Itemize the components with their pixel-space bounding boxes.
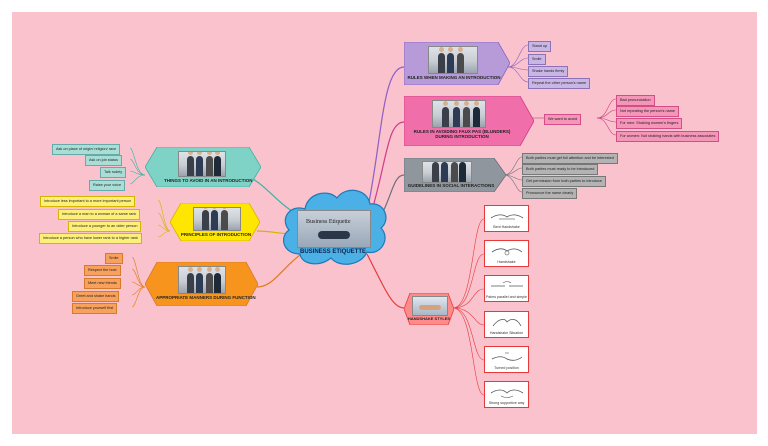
- handshake-photo-shape: [318, 231, 350, 239]
- center-image: Business Etiquette: [297, 210, 371, 248]
- handshake-style-label: Handshake Situation: [489, 331, 524, 335]
- principles-item[interactable]: Introduce a younger to an older person: [68, 221, 142, 232]
- principles-item[interactable]: Introduce a person who have lower rank t…: [39, 233, 142, 244]
- rules-intro-item[interactable]: Smile: [528, 54, 546, 65]
- guidelines-photo: [422, 161, 472, 183]
- rules-avoid-item[interactable]: Not repeating the person's name: [616, 106, 679, 117]
- things-to-avoid-item[interactable]: Ask on job status: [85, 155, 122, 166]
- guidelines-item[interactable]: Pronounce the name clearly: [522, 188, 578, 199]
- connector-handshake: [366, 253, 405, 309]
- connector-rules-intro: [366, 66, 405, 213]
- branch-rules-avoid-label: RULES IN AVOIDING FAUX PAS (BLUNDERS) DU…: [413, 129, 511, 139]
- guidelines-item[interactable]: Both parties must ready to be introduced: [522, 164, 599, 175]
- principles-item[interactable]: Introduce a man to a woman of a same ran…: [58, 209, 141, 220]
- things-to-avoid-photo: [178, 151, 226, 177]
- handshake-photo: [412, 296, 448, 316]
- principles-item[interactable]: Introduce less important to a more impor…: [40, 196, 136, 207]
- rules-intro-item[interactable]: Repeat the other person's name: [528, 78, 591, 89]
- handshake-style-card[interactable]: Handshake: [484, 240, 529, 267]
- connector-rules-avoid: [369, 121, 405, 218]
- branch-appropriate-label: APPROPRIATE MANNERS DURING FUNCTION: [156, 295, 256, 300]
- handshake-style-card[interactable]: Turned position: [484, 346, 529, 373]
- rules-intro-photo: [428, 46, 478, 74]
- rules-intro-item[interactable]: Stand up: [528, 41, 552, 52]
- things-to-avoid-item[interactable]: Talk rudely: [100, 167, 127, 178]
- things-to-avoid-item[interactable]: Raise your voice: [89, 180, 126, 191]
- orange-leaf-connectors: [131, 256, 146, 308]
- pink-leaf-connectors: [532, 98, 617, 136]
- principles-photo: [193, 207, 241, 231]
- guidelines-item[interactable]: Get permission from both parties to intr…: [522, 176, 606, 187]
- connector-appropriate: [256, 251, 305, 288]
- appropriate-item[interactable]: Introduce yourself first: [72, 303, 118, 314]
- branch-rules-intro-label: RULES WHEN MAKING AN INTRODUCTION: [407, 75, 501, 80]
- handshake-style-card[interactable]: Strong supportive way: [484, 381, 529, 408]
- handshake-sketch-icon: [491, 248, 523, 256]
- branch-things-to-avoid-label: THINGS TO AVOID IN AN INTRODUCTION: [164, 178, 253, 183]
- handshake-sketch-icon: [490, 389, 524, 398]
- handshake-style-card[interactable]: Bent Handshake: [484, 205, 529, 232]
- branch-guidelines-label: GUIDELINES IN SOCIAL INTERACTIONS: [407, 183, 495, 188]
- gray-leaf-connectors: [503, 156, 523, 193]
- handshake-style-label: Bent Handshake: [493, 225, 520, 229]
- handshake-style-card[interactable]: Handshake Situation: [484, 311, 529, 338]
- handshake-sketch-icon: [492, 318, 522, 327]
- rules-avoid-photo: [432, 100, 486, 128]
- handshake-sketch-icon: [491, 281, 523, 287]
- handshake-style-label: Palms parallel and simple: [486, 295, 527, 299]
- branch-principles-label: PRINCIPLES OF INTRODUCTION: [180, 232, 252, 237]
- appropriate-item[interactable]: Respect the host: [84, 265, 121, 276]
- handshake-sketch-icon: [490, 214, 524, 220]
- handshake-style-card[interactable]: Palms parallel and simple: [484, 275, 529, 302]
- appropriate-photo: [178, 266, 226, 294]
- rules-avoid-sub-label[interactable]: We want to avoid: [544, 114, 582, 125]
- handshake-style-label: Handshake: [497, 260, 516, 264]
- teal-leaf-connectors: [129, 147, 146, 185]
- handshake-style-label: Strong supportive way: [488, 401, 525, 405]
- rules-intro-item[interactable]: Shake hands firmly: [528, 66, 569, 77]
- things-to-avoid-item[interactable]: Ask on place of origin/ religion/ race: [52, 144, 121, 155]
- handshake-sketch-icon: [491, 352, 523, 361]
- yellow-leaf-connectors: [157, 199, 171, 238]
- handshake-leaf-connectors: [452, 218, 485, 396]
- branch-handshake-label: HANDSHAKE STYLES: [407, 316, 451, 321]
- mind-map-canvas: Business Etiquette BUSINESS ETIQUETTE TH…: [12, 12, 757, 434]
- appropriate-item[interactable]: Meet new friends: [84, 278, 121, 289]
- lilac-leaf-connectors: [507, 44, 529, 83]
- handshake-style-label: Turned position: [494, 366, 519, 370]
- center-image-caption: Business Etiquette: [306, 219, 351, 225]
- handshake-hands: [419, 305, 441, 310]
- center-title: BUSINESS ETIQUETTE: [300, 249, 367, 255]
- guidelines-item[interactable]: Both parties must get full attention and…: [522, 153, 618, 164]
- appropriate-item[interactable]: Greet and shake hands: [72, 291, 120, 302]
- rules-avoid-item[interactable]: Bad pronunciation: [616, 95, 655, 106]
- rules-avoid-item[interactable]: For women: Not shaking hands with busine…: [616, 131, 720, 142]
- rules-avoid-item[interactable]: For men: Shaking women's fingers: [616, 118, 683, 129]
- appropriate-item[interactable]: Smile: [105, 253, 123, 264]
